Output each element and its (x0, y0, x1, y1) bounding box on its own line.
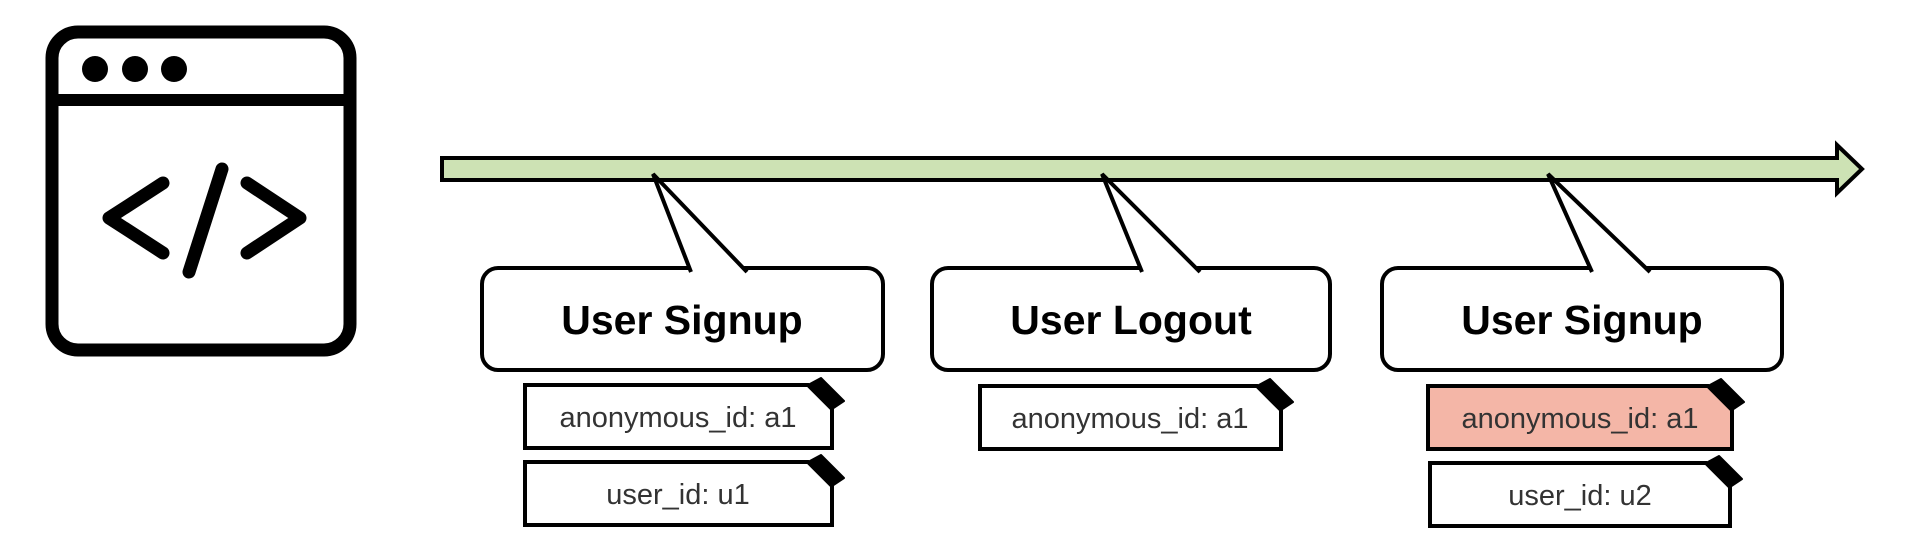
tag-label: user_id: u2 (1508, 480, 1652, 512)
browser-dot-3 (161, 56, 187, 82)
property-tag-anonymous-id-3-highlighted: anonymous_id: a1 (1426, 378, 1745, 451)
browser-dot-1 (82, 56, 108, 82)
callout-tail-1 (651, 172, 749, 274)
code-angle-right (240, 176, 307, 260)
tag-label: anonymous_id: a1 (560, 402, 797, 434)
property-tag-user-id-3: user_id: u2 (1428, 455, 1743, 528)
property-tag-anonymous-id-2: anonymous_id: a1 (978, 378, 1294, 451)
event-title-logout: User Logout (1010, 297, 1252, 343)
tag-shape (523, 460, 834, 527)
tag-label: user_id: u1 (606, 479, 750, 511)
tag-shape (523, 383, 834, 450)
callout-tail-2 (1100, 172, 1202, 274)
folded-corner-icon (1256, 378, 1294, 411)
code-slash (182, 162, 229, 279)
event-box-signup-1 (480, 266, 885, 372)
tag-shape (1428, 461, 1732, 528)
event-title-signup-2: User Signup (1461, 297, 1702, 343)
browser-dot-2 (122, 56, 148, 82)
property-tag-anonymous-id-1: anonymous_id: a1 (523, 377, 845, 450)
folded-corner-icon (807, 454, 845, 487)
code-browser-icon (45, 25, 357, 357)
tag-label: anonymous_id: a1 (1462, 403, 1699, 435)
folded-corner-icon (807, 377, 845, 410)
event-box-signup-2 (1380, 266, 1784, 372)
folded-corner-icon (1705, 455, 1743, 488)
tag-shape (978, 384, 1283, 451)
event-title-signup-1: User Signup (561, 297, 802, 343)
browser-window-frame (45, 25, 357, 357)
property-tag-user-id-1: user_id: u1 (523, 454, 845, 527)
callout-tail-3 (1546, 172, 1652, 274)
code-glyph (102, 162, 307, 279)
folded-corner-icon (1707, 378, 1745, 411)
timeline-arrow (440, 140, 1865, 198)
tag-label: anonymous_id: a1 (1012, 403, 1249, 435)
event-box-logout (930, 266, 1332, 372)
tag-shape (1426, 384, 1734, 451)
code-angle-left (102, 176, 170, 260)
